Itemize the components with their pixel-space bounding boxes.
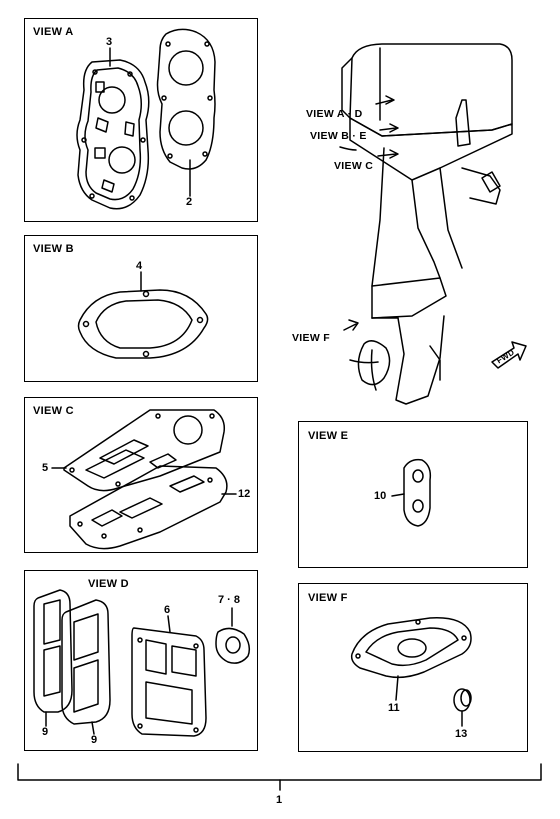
seal-13-drawing — [453, 688, 472, 727]
gasket-78-drawing — [215, 607, 251, 664]
part-number-4: 4 — [136, 260, 143, 272]
view-arrows — [339, 95, 399, 331]
gasket-3-drawing — [76, 59, 150, 210]
part-number-2: 2 — [186, 196, 193, 208]
part-number-6: 6 — [164, 604, 171, 616]
gasket-10-drawing — [391, 458, 432, 527]
label-view-c: VIEW C — [334, 160, 374, 172]
view-e-title: VIEW E — [308, 430, 349, 442]
part-number-9a: 9 — [42, 726, 49, 738]
part-number-5: 5 — [42, 462, 49, 474]
gasket-12-drawing — [69, 465, 237, 550]
view-a-panel — [24, 18, 258, 222]
part-number-9b: 9 — [91, 734, 98, 746]
view-c-title: VIEW C — [33, 405, 74, 417]
view-b-title: VIEW B — [33, 243, 74, 255]
part-number-10: 10 — [374, 490, 387, 502]
gasket-4-drawing — [77, 271, 209, 359]
gasket-5-drawing — [51, 409, 226, 492]
view-a-title: VIEW A — [33, 26, 74, 38]
part-number-1: 1 — [276, 794, 283, 806]
label-view-ad: VIEW A · D — [306, 108, 363, 120]
view-d-panel — [24, 570, 258, 751]
gasket-9b-drawing — [61, 599, 111, 735]
outboard-motor-drawing — [341, 43, 513, 405]
view-f-panel — [298, 583, 528, 752]
gasket-11-drawing — [350, 617, 472, 701]
fwd-arrow — [491, 341, 527, 369]
label-view-be: VIEW B · E — [310, 130, 367, 142]
gasket-9a-drawing — [33, 589, 73, 727]
view-c-panel — [24, 397, 258, 553]
view-d-title: VIEW D — [88, 578, 129, 590]
view-b-panel — [24, 235, 258, 382]
part-number-13: 13 — [455, 728, 468, 740]
label-view-f: VIEW F — [292, 332, 330, 344]
assembly-bracket — [17, 763, 542, 791]
gasket-6-drawing — [131, 615, 207, 737]
part-number-3: 3 — [106, 36, 113, 48]
part-number-11: 11 — [388, 702, 400, 714]
view-e-panel — [298, 421, 528, 568]
part-number-12: 12 — [238, 488, 251, 500]
view-f-title: VIEW F — [308, 592, 348, 604]
gasket-2-drawing — [109, 28, 216, 197]
part-number-7-8: 7 · 8 — [218, 594, 241, 606]
